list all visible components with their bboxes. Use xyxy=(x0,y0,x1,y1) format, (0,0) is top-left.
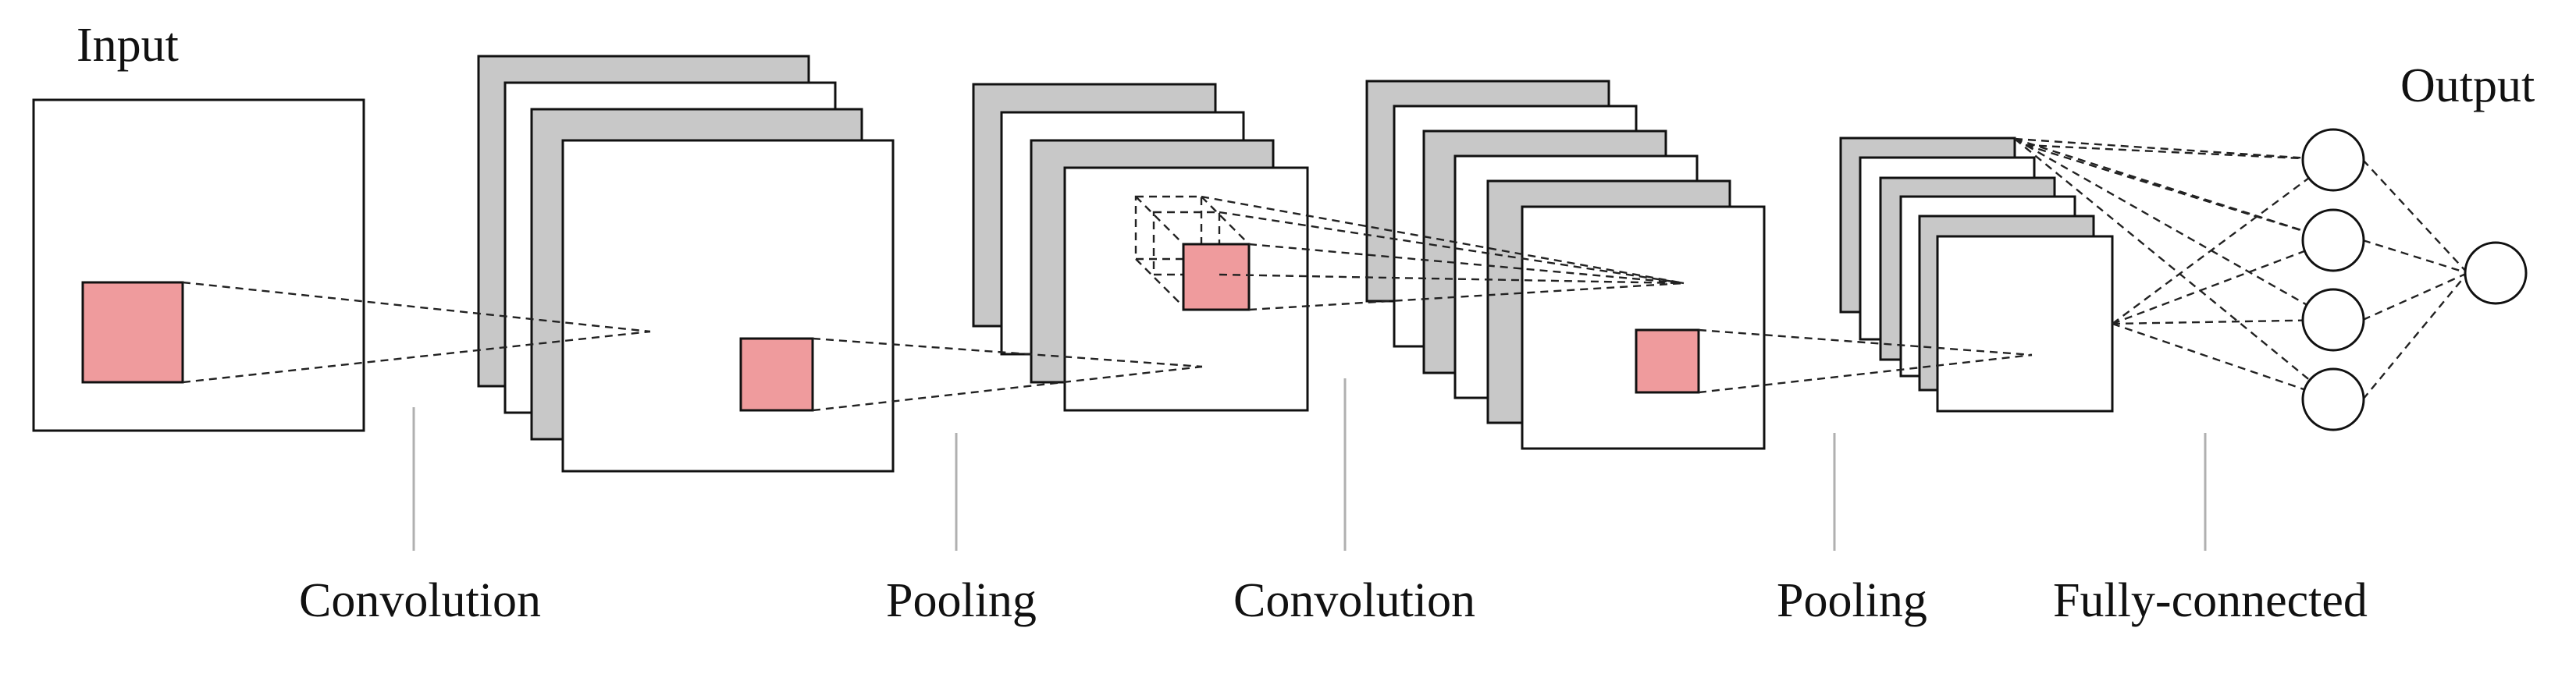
label-input: Input xyxy=(76,19,179,72)
conv1-receptive-field xyxy=(739,337,814,412)
pool1-receptive-field xyxy=(1182,243,1251,311)
input-receptive-field xyxy=(81,281,184,384)
conv2-feature-maps xyxy=(1365,80,1766,450)
pool2-feature-maps xyxy=(1839,137,2114,413)
conv1-feature-maps xyxy=(477,55,895,473)
projection-conv1-to-pool1 xyxy=(812,337,1203,412)
pool1-feature-maps xyxy=(972,83,1309,412)
volume-back-face xyxy=(1134,195,1203,261)
label-convolution-2: Convolution xyxy=(1233,574,1475,627)
fc-hidden-layer xyxy=(2301,128,2365,431)
hidden-node-2 xyxy=(2301,208,2365,272)
output-node xyxy=(2464,241,2528,305)
conv2-map-front xyxy=(1521,205,1766,450)
label-pooling-2: Pooling xyxy=(1777,574,1927,627)
conv2-receptive-field xyxy=(1635,328,1700,394)
conv1-map-front xyxy=(561,139,895,473)
label-pooling-1: Pooling xyxy=(886,574,1037,627)
projection-conv2-to-pool2 xyxy=(1698,328,2033,394)
pool2-map-front xyxy=(1936,235,2114,413)
fc-connections xyxy=(2014,137,2468,401)
hidden-node-1 xyxy=(2301,128,2365,192)
label-fully-connected: Fully-connected xyxy=(2053,574,2368,627)
projection-input-to-conv1 xyxy=(182,281,651,384)
label-convolution-1: Convolution xyxy=(299,574,541,627)
label-output: Output xyxy=(2400,59,2535,112)
projection-pool1-to-conv2 xyxy=(1201,195,1685,311)
hidden-node-3 xyxy=(2301,288,2365,352)
hidden-node-4 xyxy=(2301,367,2365,431)
